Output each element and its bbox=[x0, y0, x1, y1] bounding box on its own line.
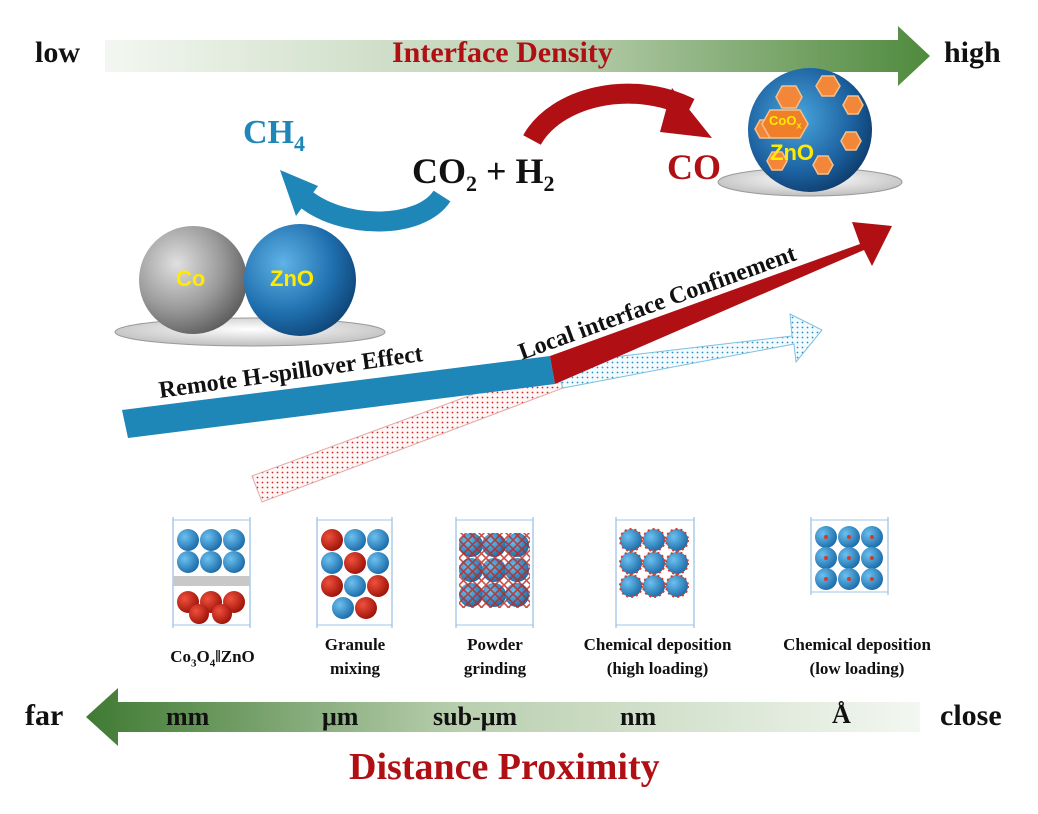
method-box-1 bbox=[172, 517, 251, 628]
method-box-3 bbox=[455, 517, 534, 628]
method-label-1: Co3O4‖ZnO bbox=[170, 647, 255, 670]
co-sphere bbox=[139, 226, 247, 334]
interface-density-arrow bbox=[105, 26, 930, 86]
method-box-5 bbox=[810, 517, 889, 595]
coox-particles bbox=[754, 75, 864, 175]
tick-mm: mm bbox=[166, 702, 210, 731]
method-label-4: Chemical deposition(high loading) bbox=[583, 635, 732, 678]
ch4-label: CH4 bbox=[243, 114, 305, 156]
curved-arrow-to-ch4 bbox=[295, 188, 451, 232]
far-label: far bbox=[25, 699, 64, 732]
co-product-label: CO bbox=[667, 147, 721, 187]
curved-arrow-to-ch4-head bbox=[280, 170, 318, 216]
close-label: close bbox=[940, 699, 1002, 732]
curved-arrow-to-co bbox=[523, 83, 695, 146]
coox-label: CoOx bbox=[769, 113, 802, 131]
interface-density-title: Interface Density bbox=[392, 36, 613, 69]
remote-effect-bar bbox=[122, 356, 555, 438]
tick-um: μm bbox=[322, 702, 359, 731]
dish-left bbox=[114, 317, 386, 347]
zno-sphere bbox=[244, 224, 356, 336]
method-box-2 bbox=[316, 517, 393, 628]
zno-sphere-label: ZnO bbox=[270, 266, 314, 291]
dotted-arrow-blue-part bbox=[554, 313, 823, 389]
low-label: low bbox=[35, 36, 80, 69]
tick-angstrom: Å bbox=[832, 700, 851, 729]
curved-arrow-to-co-head bbox=[660, 88, 712, 138]
high-label: high bbox=[944, 36, 1001, 69]
method-box-4 bbox=[615, 517, 695, 628]
method-label-5: Chemical deposition(low loading) bbox=[783, 635, 931, 678]
distance-proximity-title: Distance Proximity bbox=[349, 746, 660, 788]
local-confinement-arrow bbox=[550, 222, 892, 384]
co-sphere-label: Co bbox=[176, 266, 206, 291]
reaction-equation: CO2 + H2 bbox=[412, 151, 555, 197]
distance-proximity-arrow bbox=[86, 688, 920, 746]
tick-nm: nm bbox=[620, 702, 657, 731]
tick-sub-um: sub-μm bbox=[433, 702, 518, 731]
zno-big-label: ZnO bbox=[770, 140, 814, 165]
